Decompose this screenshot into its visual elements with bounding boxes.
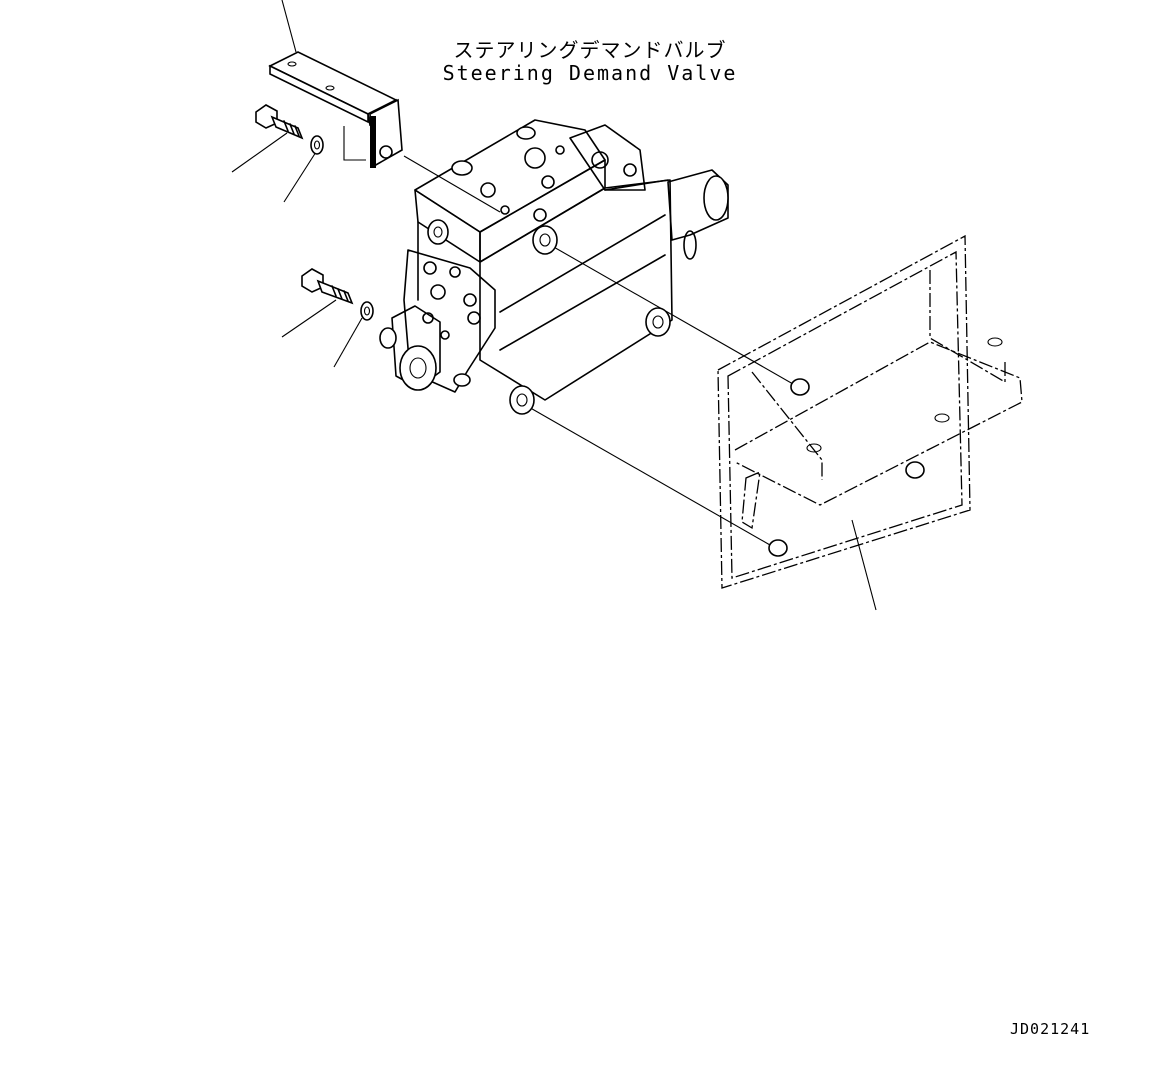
bracket-icon [268,51,403,168]
mount-plate-icon [717,234,1023,589]
washer-icon [310,135,324,155]
valve-icon [379,119,729,415]
bolt-icon [301,268,354,305]
bolt-icon [255,104,304,140]
leader-lines [231,0,877,611]
title-japanese: ステアリングデマンドバルブ [453,38,727,62]
drawing-number: JD021241 [1010,1020,1091,1038]
title-english: Steering Demand Valve [442,61,738,85]
alignment-lines [403,155,801,546]
washer-icon [360,301,374,321]
